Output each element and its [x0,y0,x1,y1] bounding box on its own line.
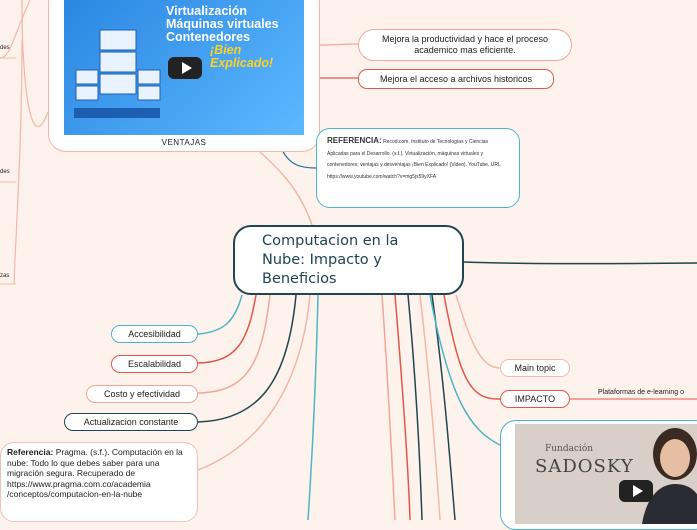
impacto-node[interactable]: IMPACTO [500,390,570,408]
feature-label: Escalabilidad [127,359,182,369]
feature-label: Accesibilidad [128,329,181,339]
referencia-text: Pragma. (s.f.). Computación en la nube: … [7,447,183,499]
impacto-video-thumbnail[interactable]: Fundación SADOSKY [515,424,697,524]
referencia-node-1[interactable]: REFERENCIA: Recod.com. Instituto de Tecn… [316,128,520,208]
video2-brand-top: Fundación [545,444,594,454]
impacto-sub-label: Plataformas de e-learning o [598,389,684,396]
server-illustration [74,29,161,118]
ventajas-label: VENTAJAS [161,138,207,147]
left-label-1: des [0,45,10,51]
central-title-line2: Nube: Impacto y [262,251,382,268]
feature-escalabilidad[interactable]: Escalabilidad [111,355,198,373]
video-title-line1: Virtualización [166,4,248,18]
left-label-3: zas [0,273,10,279]
referencia-text: Recod.com. Instituto de Tecnologías y Ci… [327,139,501,180]
ventaja-item-productividad[interactable]: Mejora la productividad y hace el proces… [358,29,572,61]
central-topic[interactable]: Computacion en la Nube: Impacto y Benefi… [233,225,464,295]
video2-brand: SADOSKY [535,456,634,477]
left-label-2: des [0,169,10,175]
person-illustration [642,428,697,524]
play-button-icon[interactable] [168,57,202,79]
feature-costo[interactable]: Costo y efectividad [86,385,198,403]
ventaja-item-text: Mejora el acceso a archivos historicos [379,74,533,84]
ventaja-item-archivos[interactable]: Mejora el acceso a archivos historicos [358,69,554,89]
feature-actualizacion[interactable]: Actualizacion constante [64,413,198,431]
ventaja-item-text: Mejora la productividad y hace el proces… [381,34,549,55]
video-title-line4: ¡Bien Explicado! [210,43,274,70]
referencia-heading: Referencia: [7,447,54,457]
central-title-line3: Beneficios [262,270,337,287]
main-topic-label: Main topic [514,363,556,373]
feature-label: Actualizacion constante [83,417,179,427]
play-button-icon[interactable] [619,480,653,502]
referencia-heading: REFERENCIA: [327,136,382,145]
video-title-line2: Máquinas virtuales [166,17,279,31]
ventajas-video-thumbnail[interactable]: Virtualización Máquinas virtuales Conten… [64,0,304,135]
main-topic-node[interactable]: Main topic [500,359,570,377]
referencia-node-2[interactable]: Referencia: Pragma. (s.f.). Computación … [0,442,198,522]
feature-label: Costo y efectividad [103,389,181,399]
video-title-line3: Contenedores [166,30,251,44]
feature-accesibilidad[interactable]: Accesibilidad [111,325,198,343]
impacto-label: IMPACTO [514,394,556,404]
central-title-line1: Computacion en la [262,232,399,249]
